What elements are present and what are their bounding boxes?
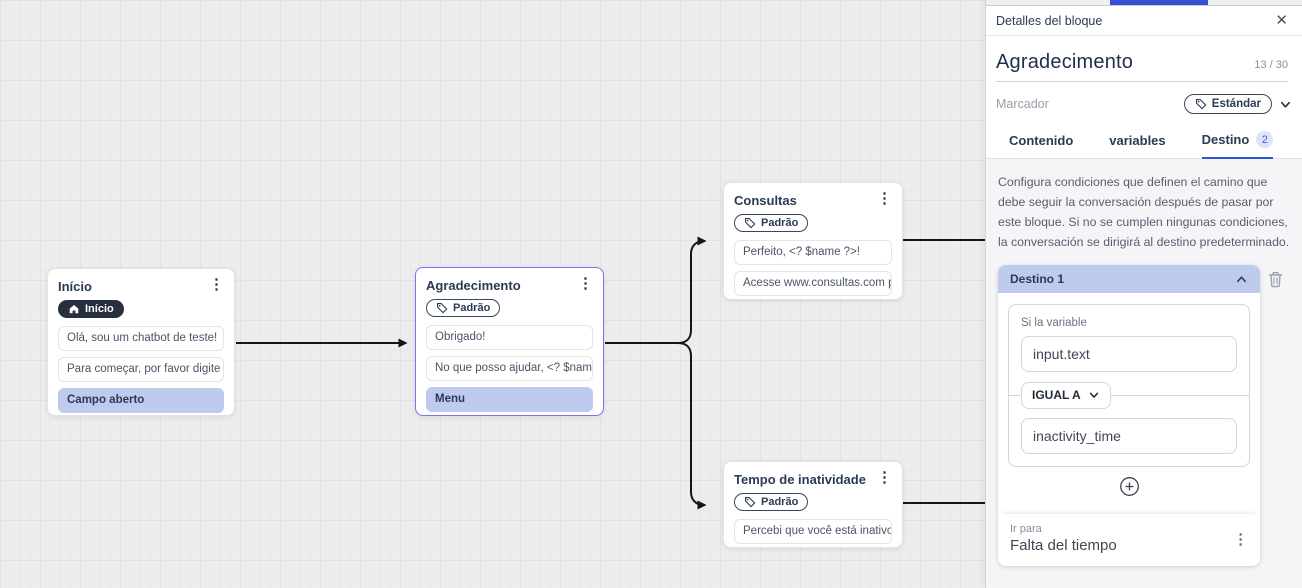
- block-details-panel: Detalles del bloque ✕ Agradecimento 13 /…: [985, 0, 1302, 588]
- tab-contenido[interactable]: Contenido: [1009, 132, 1074, 148]
- badge-label: Início: [85, 303, 114, 315]
- tag-icon: [744, 217, 756, 229]
- condition-variable-input[interactable]: [1021, 336, 1238, 373]
- badge-label: Padrão: [453, 302, 491, 314]
- goto-label: Ir para: [1010, 523, 1042, 536]
- tab-variables[interactable]: variables: [1109, 132, 1166, 148]
- tag-icon: [1195, 98, 1207, 110]
- node-title: Agradecimento: [426, 278, 521, 293]
- wire-agradecimento-tempo: [605, 342, 707, 510]
- panel-tabs: Contenido variables Destino 2 ⋮: [986, 123, 1302, 159]
- block-type-badge: Padrão: [734, 493, 809, 511]
- node-title: Consultas: [734, 193, 797, 208]
- node-consultas[interactable]: Consultas ⋮ Padrão Perfeito, <? $name ?>…: [723, 182, 903, 300]
- close-icon[interactable]: ✕: [1275, 12, 1288, 29]
- block-name-input[interactable]: Agradecimento: [996, 51, 1134, 73]
- goto-value: Falta del tiempo: [1010, 537, 1117, 555]
- node-tempo-inatividade[interactable]: Tempo de inatividade ⋮ Padrão Percebi qu…: [723, 461, 903, 548]
- message-item[interactable]: Perfeito, <? $name ?>!: [734, 240, 892, 265]
- home-icon: [68, 303, 80, 315]
- chevron-down-icon: [1089, 392, 1098, 399]
- chevron-up-icon[interactable]: [1235, 273, 1248, 286]
- tab-destino[interactable]: Destino 2: [1201, 123, 1274, 159]
- kebab-menu-icon[interactable]: ⋮: [578, 275, 593, 292]
- destino-1-title: Destino 1: [1010, 272, 1065, 287]
- destino-1-card: Destino 1 Si la variable IGUAL A: [998, 265, 1261, 567]
- trash-icon: [1268, 272, 1282, 288]
- chevron-down-icon[interactable]: [1279, 98, 1292, 111]
- tag-icon: [436, 302, 448, 314]
- operator-dropdown[interactable]: IGUAL A: [1021, 381, 1111, 409]
- message-item[interactable]: Para começar, por favor digite o ...: [58, 357, 224, 382]
- tab-destino-label: Destino: [1201, 132, 1250, 147]
- menu-item[interactable]: Menu: [426, 387, 593, 412]
- message-item[interactable]: Acesse www.consultas.com par...: [734, 271, 892, 296]
- title-underline: [996, 81, 1288, 82]
- open-field-item[interactable]: Campo aberto: [58, 388, 224, 413]
- badge-label: Padrão: [761, 217, 799, 229]
- char-count: 13 / 30: [1254, 59, 1288, 71]
- marcador-value-pill[interactable]: Estándar: [1183, 94, 1272, 114]
- block-type-badge: Início: [58, 300, 124, 318]
- block-type-badge: Padrão: [426, 299, 501, 317]
- node-title: Início: [58, 279, 92, 294]
- node-title: Tempo de inatividade: [734, 472, 866, 487]
- destino-description: Configura condiciones que definen el cam…: [998, 175, 1290, 250]
- destino-tab-content: Configura condiciones que definen el cam…: [986, 159, 1302, 588]
- destino-1-header[interactable]: Destino 1: [998, 265, 1261, 294]
- kebab-menu-icon[interactable]: ⋮: [877, 190, 892, 207]
- goto-row[interactable]: Ir para Falta del tiempo ⋮: [998, 514, 1261, 567]
- kebab-menu-icon[interactable]: ⋮: [877, 469, 892, 486]
- flow-canvas[interactable]: Início ⋮ Início Olá, sou um chatbot de t…: [0, 0, 985, 588]
- wire-agradecimento-consultas: [605, 236, 707, 344]
- condition-label: Si la variable: [1021, 317, 1087, 330]
- message-item[interactable]: Olá, sou um chatbot de teste!: [58, 326, 224, 351]
- toolbar-blue-bar: [1110, 0, 1208, 5]
- condition-value-input[interactable]: [1021, 418, 1238, 455]
- destino-count-badge: 2: [1256, 131, 1274, 148]
- marcador-value: Estándar: [1211, 98, 1261, 110]
- badge-label: Padrão: [761, 496, 799, 508]
- message-item[interactable]: Obrigado!: [426, 325, 593, 350]
- plus-circle-icon[interactable]: [1119, 476, 1140, 497]
- delete-destino-button[interactable]: [1260, 265, 1290, 566]
- panel-top-strip: [986, 0, 1302, 6]
- goto-kebab-icon[interactable]: ⋮: [1233, 530, 1249, 548]
- panel-title: Detalles del bloque: [996, 13, 1103, 28]
- marcador-label: Marcador: [996, 97, 1049, 111]
- kebab-menu-icon[interactable]: ⋮: [209, 276, 224, 293]
- node-agradecimento[interactable]: Agradecimento ⋮ Padrão Obrigado! No que …: [415, 267, 604, 416]
- node-inicio[interactable]: Início ⋮ Início Olá, sou um chatbot de t…: [47, 268, 235, 416]
- operator-label: IGUAL A: [1032, 388, 1081, 403]
- tag-icon: [744, 496, 756, 508]
- block-type-badge: Padrão: [734, 214, 809, 232]
- message-item[interactable]: Percebi que você está inativo. C...: [734, 519, 892, 544]
- message-item[interactable]: No que posso ajudar, <? $name ...: [426, 356, 593, 381]
- condition-card: Si la variable IGUAL A: [1008, 304, 1251, 468]
